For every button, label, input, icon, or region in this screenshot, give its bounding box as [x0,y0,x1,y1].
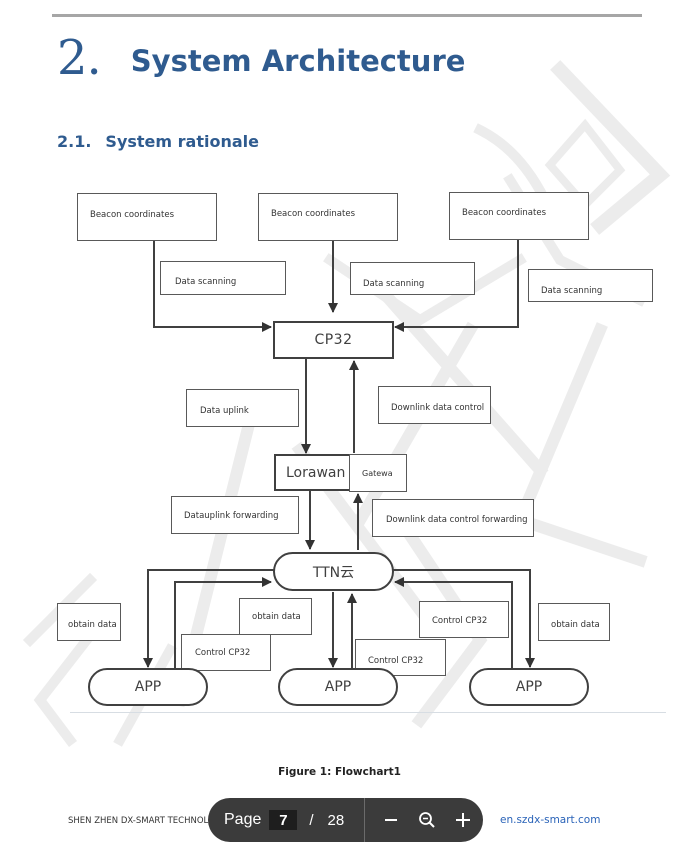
beacon-box-1: Beacon coordinates [77,193,217,241]
beacon-box-2: Beacon coordinates [258,193,398,241]
toolbar-divider [364,798,366,842]
arrow-beacon1-cp32 [153,240,272,332]
lorawan-label: Lorawan [286,464,346,481]
data-uplink-box: Data uplink [186,389,299,427]
total-pages: 28 [327,811,345,829]
scanning-box-3: Data scanning [528,269,653,302]
subsection-title: System rationale [105,132,259,151]
control-cp32-label: Control CP32 [195,648,251,658]
datauplink-forwarding-box: Datauplink forwarding [171,496,299,534]
scanning-box-1: Data scanning [160,261,286,295]
scanning-box-label: Data scanning [175,277,237,287]
obtain-data-box-3: obtain data [538,603,610,641]
obtain-data-label: obtain data [252,612,301,622]
page-separator: / [309,811,314,829]
plus-icon [456,813,471,827]
footer-company: SHEN ZHEN DX-SMART TECHNOLOGY CO.,LTD. [68,816,264,826]
figure-rule [70,712,666,713]
arrow-ttn-app3 [391,569,535,668]
datauplink-forwarding-label: Datauplink forwarding [184,511,279,521]
scanning-box-label: Data scanning [363,279,425,289]
cp32-node: CP32 [273,321,394,359]
control-cp32-box-2: Control CP32 [419,601,509,638]
section-number: 2. [57,30,102,86]
control-cp32-label: Control CP32 [368,656,424,666]
gateway-box: Gatewa [349,454,407,492]
arrow-app1-ttn [174,577,272,668]
app-label: APP [324,679,352,695]
zoom-reset-button[interactable] [409,802,445,838]
company-name: SHEN ZHEN DX-SMART TECHNOLOGY CO.,LTD. [68,816,265,826]
page-number-input[interactable] [269,810,298,830]
subsection-number: 2.1. [57,132,92,151]
ttn-label: TTN云 [312,564,355,581]
zoom-in-button[interactable] [445,802,481,838]
app-node-1: APP [88,668,208,706]
obtain-data-label: obtain data [68,620,117,630]
section-heading: 2. System Architecture [57,30,465,86]
beacon-box-label: Beacon coordinates [462,208,546,218]
obtain-data-box-1: obtain data [57,603,121,641]
magnifier-minus-icon [419,812,435,828]
scanning-box-label: Data scanning [541,286,603,296]
data-uplink-label: Data uplink [200,406,249,416]
zoom-out-button[interactable] [373,802,409,838]
figure-caption: Figure 1: Flowchart1 [278,766,401,778]
downlink-forwarding-label: Downlink data control forwarding [386,515,528,525]
footer-website[interactable]: en.szdx-smart.com [500,814,601,826]
arrow-app3-ttn [394,577,513,668]
top-rule [52,14,642,17]
page-label: Page [224,811,262,828]
app-node-3: APP [469,668,589,706]
obtain-data-box-2: obtain data [239,598,312,635]
scanning-box-2: Data scanning [350,262,475,295]
cp32-label: CP32 [314,332,353,348]
ttn-cloud-node: TTN云 [273,552,394,591]
app-label: APP [515,679,543,695]
gateway-label: Gatewa [362,469,393,478]
arrow-beacon3-cp32 [394,238,519,332]
subsection-heading: 2.1. System rationale [57,132,259,151]
beacon-box-label: Beacon coordinates [271,209,355,219]
beacon-box-label: Beacon coordinates [90,210,174,220]
obtain-data-label: obtain data [551,620,600,630]
downlink-control-box: Downlink data control [378,386,491,424]
section-title: System Architecture [130,44,466,78]
minus-icon [385,819,398,821]
arrow-ttn-app1 [143,569,275,668]
beacon-box-3: Beacon coordinates [449,192,589,240]
app-node-2: APP [278,668,398,706]
downlink-forwarding-box: Downlink data control forwarding [372,499,534,537]
control-cp32-box-1: Control CP32 [181,634,271,671]
app-label: APP [134,679,162,695]
downlink-control-label: Downlink data control [391,403,485,413]
control-cp32-label: Control CP32 [432,616,488,626]
pdf-page-toolbar: Page / 28 [208,798,483,842]
